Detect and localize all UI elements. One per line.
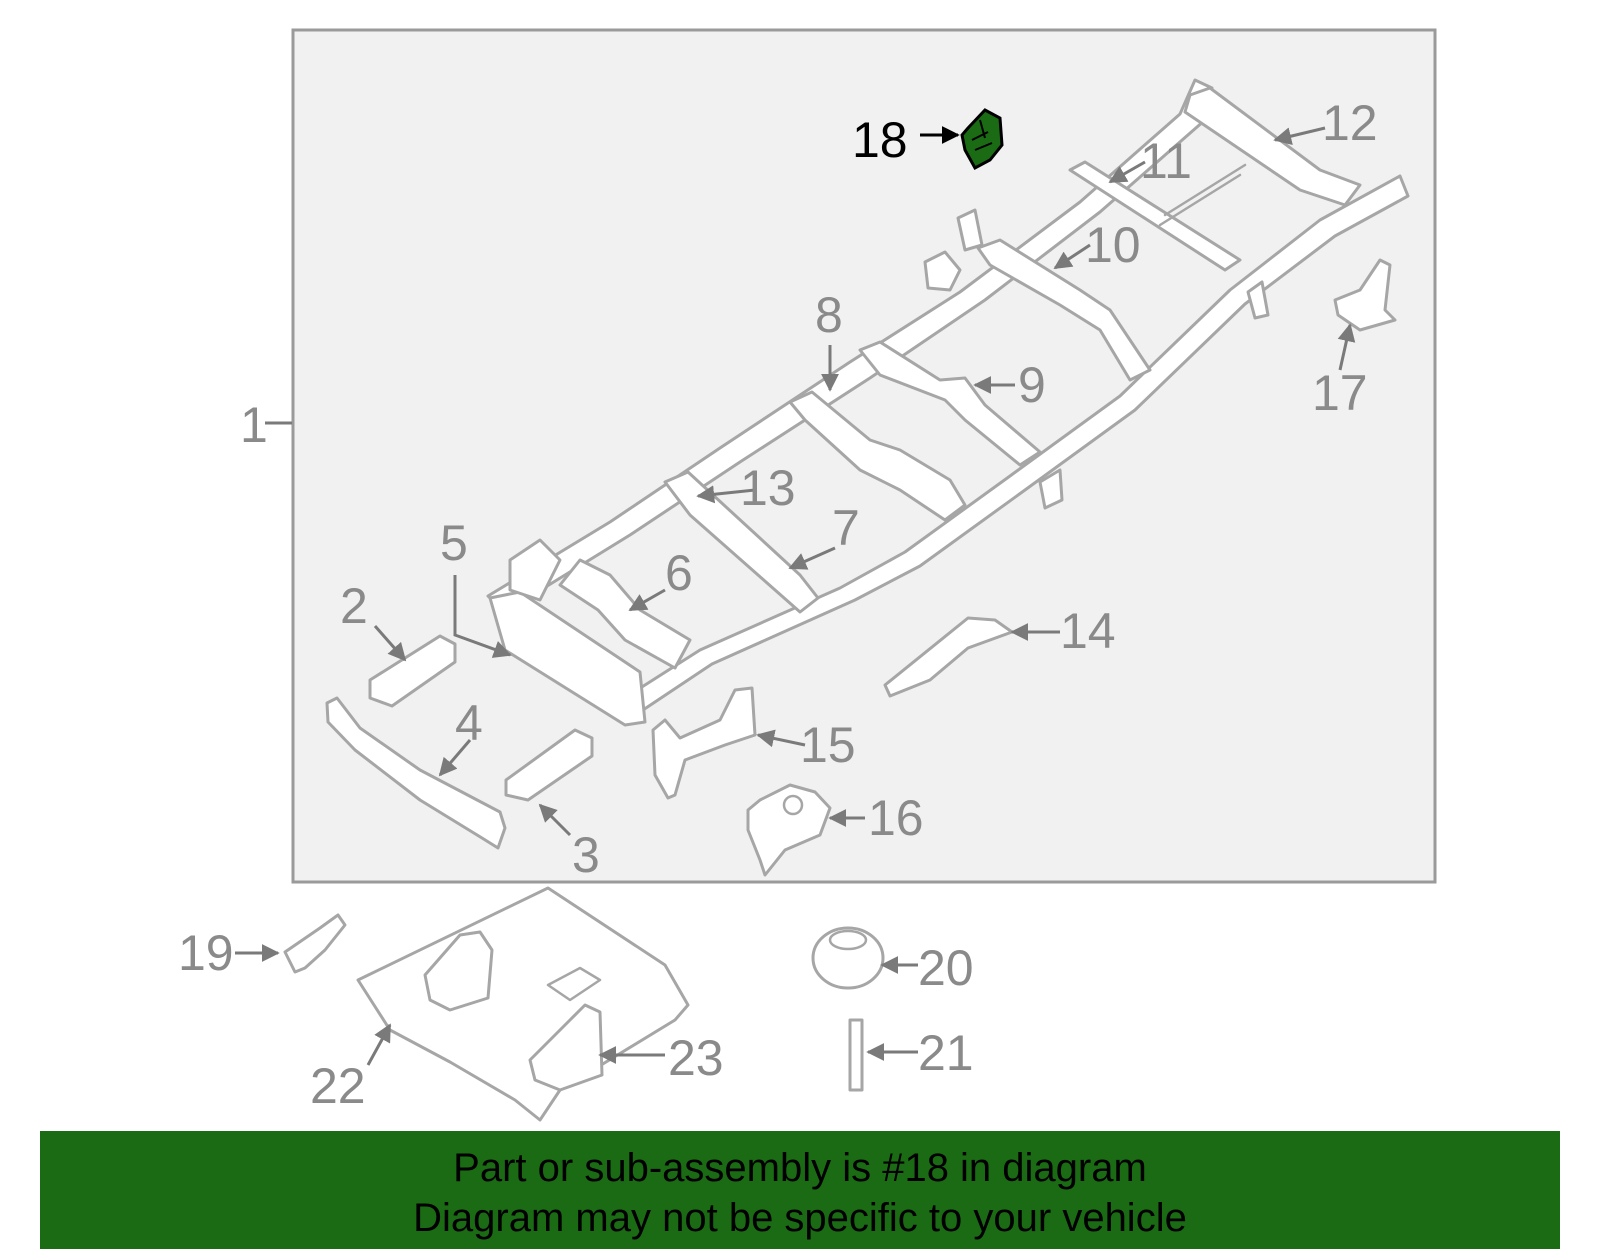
part-16-shape (746, 783, 832, 877)
callout-4: 4 (455, 695, 483, 751)
part-4-shape (325, 696, 507, 850)
callout-18: 18 (852, 112, 908, 168)
callout-7: 7 (832, 500, 860, 556)
part-14-shape (883, 616, 1014, 698)
part-22-shape (356, 886, 690, 1122)
callout-6: 6 (665, 545, 693, 601)
callout-23: 23 (668, 1030, 724, 1086)
callout-14: 14 (1060, 603, 1116, 659)
callout-10: 10 (1085, 217, 1141, 273)
part-21-shape (848, 1018, 864, 1092)
part-2-shape (368, 634, 457, 708)
callout-13: 13 (740, 460, 796, 516)
part-3-shape (504, 728, 594, 802)
callout-21: 21 (918, 1025, 974, 1081)
callout-20: 20 (918, 940, 974, 996)
frame-assembly (486, 78, 1410, 727)
callout-9: 9 (1018, 357, 1046, 413)
callout-16: 16 (868, 790, 924, 846)
callout-17: 17 (1312, 365, 1368, 421)
banner-line-part-number: Part or sub-assembly is #18 in diagram (453, 1146, 1147, 1190)
callout-5: 5 (440, 515, 468, 571)
callout-15: 15 (800, 717, 856, 773)
callout-11: 11 (1140, 133, 1192, 189)
callout-3: 3 (572, 827, 600, 883)
callout-22: 22 (310, 1058, 366, 1114)
callout-2: 2 (340, 578, 368, 634)
part-20-shape (811, 926, 885, 990)
part-15-shape (651, 686, 757, 800)
part-19-shape (283, 913, 347, 974)
part-18-highlighted-shape (960, 108, 1004, 171)
part-23-shape (528, 1003, 604, 1092)
callout-1: 1 (240, 397, 268, 453)
callout-19: 19 (178, 925, 234, 981)
callout-8: 8 (815, 287, 843, 343)
callout-12: 12 (1322, 95, 1378, 151)
info-banner: Part or sub-assembly is #18 in diagram D… (40, 1131, 1560, 1249)
banner-line-disclaimer: Diagram may not be specific to your vehi… (413, 1196, 1187, 1240)
part-17-shape (1333, 258, 1397, 332)
